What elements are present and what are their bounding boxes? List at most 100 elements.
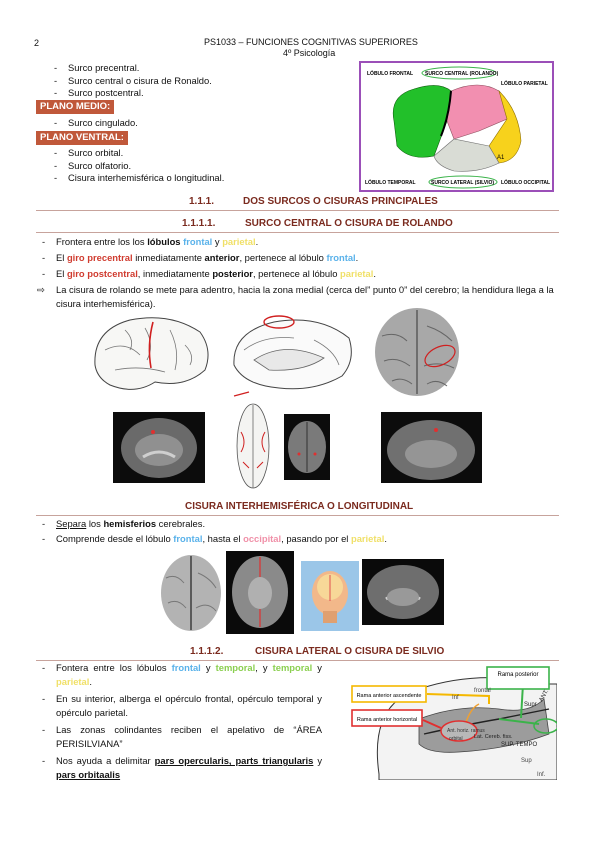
list-item: Frontera entre los los lóbulos frontal y…: [36, 235, 576, 249]
label-lobulo-parietal: LÓBULO PARIETAL: [501, 79, 548, 87]
medial-brain-drawing: [224, 310, 361, 400]
silvio-list: Fontera entre los lóbulos frontal y temp…: [36, 661, 322, 782]
text: giro postcentral: [66, 268, 138, 279]
text: parietal: [350, 533, 385, 544]
list-item: Surco precentral.: [48, 62, 212, 75]
label-surco-lateral: SURCO LATERAL (SILVIO): [431, 180, 494, 186]
list-item: En su interior, alberga el opérculo fron…: [36, 692, 322, 720]
section-interhemispheric-title: CISURA INTERHEMISFÉRICA O LONGITUDINAL: [185, 501, 414, 512]
interhemispheric-list: Separa los hemisferios cerebrales. Compr…: [36, 517, 387, 546]
list-item: El giro postcentral, inmediatamente post…: [36, 267, 576, 281]
text: los: [86, 518, 104, 529]
list-item: Fontera entre los lóbulos frontal y temp…: [36, 661, 322, 689]
mri-sagittal-2: [381, 412, 482, 483]
list-item: Separa los hemisferios cerebrales.: [36, 517, 387, 531]
text: frontal: [183, 236, 213, 247]
text: temporal: [215, 662, 256, 673]
text: .: [384, 533, 387, 544]
list-item: El giro precentral inmediatamente anteri…: [36, 251, 576, 265]
text: parietal: [56, 676, 90, 687]
text: pars opercularis, parts triangularis: [154, 755, 314, 766]
list-item: Nos ayuda a delimitar pars opercularis, …: [36, 754, 322, 782]
list-item: Surco postcentral.: [48, 87, 212, 100]
text: parietal: [340, 268, 374, 279]
label-rama-posterior: Rama posterior: [497, 672, 538, 678]
rolando-list: Frontera entre los los lóbulos frontal y…: [36, 235, 576, 311]
list-item: Comprende desde el lóbulo frontal, hasta…: [36, 532, 387, 546]
text: Comprende desde el lóbulo: [56, 533, 174, 544]
text: y: [312, 662, 322, 673]
text: frontal: [171, 662, 201, 673]
degree-label: 4º Psicología: [283, 48, 336, 58]
head-3d-render: [301, 561, 359, 631]
text: .: [89, 676, 92, 687]
section-divider: [36, 515, 559, 516]
text: El: [56, 252, 67, 263]
text: hemisferios: [103, 518, 157, 529]
text: giro precentral: [66, 252, 133, 263]
section-divider: [36, 232, 559, 233]
text: inmediatamente: [132, 252, 205, 263]
section-1-1-1-title: DOS SURCOS O CISURAS PRINCIPALES: [243, 196, 438, 207]
lateral-brain-drawing: [85, 310, 215, 400]
sylvian-fissure-figure: Rama posterior Rama anterior ascendente …: [349, 664, 557, 780]
text: Frontera entre los los: [56, 236, 148, 247]
label-lobulo-occipital: LÓBULO OCCIPITAL: [501, 178, 550, 186]
list-item: Surco orbital.: [48, 147, 224, 160]
label-orbital: orbital: [449, 736, 463, 742]
text: , y: [255, 662, 273, 673]
text: parietal: [222, 236, 256, 247]
list-item: Cisura interhemisférica o longitudinal.: [48, 172, 224, 185]
text: , pertenece al lóbulo: [239, 252, 327, 263]
text: Separa: [56, 518, 87, 529]
mri-sagittal-1: [113, 412, 205, 483]
list-item: Surco cingulado.: [48, 117, 138, 130]
label-rama-ascendente: Rama anterior ascendente: [357, 693, 422, 699]
text: frontal: [173, 533, 203, 544]
text: frontal: [326, 252, 356, 263]
section-1-1-1-2-number: 1.1.1.2.: [190, 646, 224, 657]
lateral-sulci-list: Surco precentral. Surco central o cisura…: [48, 62, 212, 100]
mri-axial: [284, 414, 330, 480]
text: , pasando por el: [281, 533, 351, 544]
text: Nos ayuda a delimitar: [56, 755, 155, 766]
course-title: PS1033 – FUNCIONES COGNITIVAS SUPERIORES: [204, 37, 418, 47]
text: El: [56, 268, 67, 279]
label-lobulo-frontal: LÓBULO FRONTAL: [367, 69, 413, 77]
plano-ventral-label: PLANO VENTRAL:: [36, 131, 128, 145]
label-lobulo-temporal: LÓBULO TEMPORAL: [365, 178, 416, 186]
label-inf2: Inf.: [537, 772, 546, 778]
text: lóbulos: [147, 236, 184, 247]
section-1-1-1-1-number: 1.1.1.1.: [182, 218, 216, 229]
text: y: [200, 662, 216, 673]
list-item: Surco central o cisura de Ronaldo.: [48, 75, 212, 88]
text: .: [255, 236, 259, 247]
list-item: Surco olfatorio.: [48, 160, 224, 173]
text: .: [373, 268, 376, 279]
text: , inmediatamente: [137, 268, 213, 279]
section-1-1-1-2-title: CISURA LATERAL O CISURA DE SILVIO: [255, 646, 445, 657]
label-surco-central: SURCO CENTRAL (ROLANDO): [425, 71, 499, 77]
label-rama-horizontal: Rama anterior horizontal: [357, 717, 417, 723]
text: Fontera entre los lóbulos: [56, 662, 172, 673]
text: pars orbitaalis: [56, 769, 121, 780]
mri-axial-interhemispheric: [226, 551, 294, 634]
label-inf: Inf: [452, 695, 459, 701]
text: temporal: [272, 662, 313, 673]
label-lat-cereb: Lat. Cereb. fiss.: [474, 734, 513, 740]
list-item: La cisura de rolando se mete para adentr…: [36, 283, 576, 311]
text: posterior: [212, 268, 253, 279]
plano-ventral-list: Surco orbital. Surco olfatorio. Cisura i…: [48, 147, 224, 185]
text: cerebrales.: [156, 518, 206, 529]
text: y: [313, 755, 323, 766]
text: anterior: [204, 252, 240, 263]
label-sup-temp: SUP. TEMPO: [501, 742, 537, 748]
label-ant: ANT.: [539, 688, 551, 703]
label-ant-horiz-ramus: Ant. horiz. ramus: [447, 728, 485, 734]
text: , pertenece al lóbulo: [252, 268, 341, 279]
section-1-1-1-number: 1.1.1.: [189, 196, 215, 207]
text: , hasta el: [202, 533, 244, 544]
page-number: 2: [34, 38, 40, 48]
text: y: [212, 236, 223, 247]
text: occipital: [243, 533, 282, 544]
